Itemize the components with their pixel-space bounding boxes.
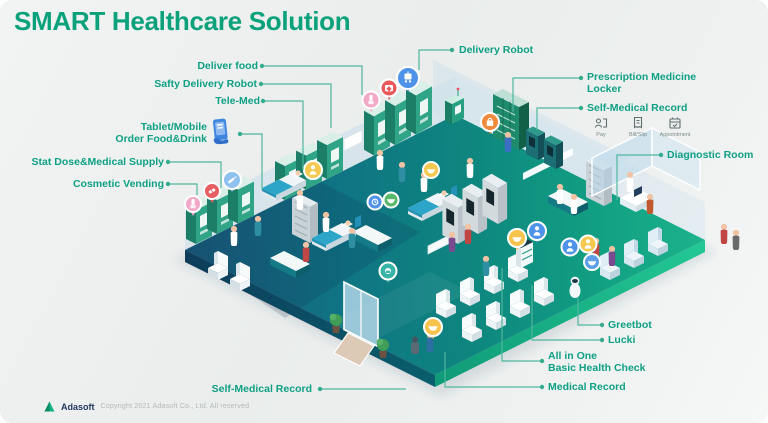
icon-bubbles [184,66,601,339]
page-title: SMART Healthcare Solution [14,6,351,36]
food-bubble-3 [382,191,400,209]
food-bubble-2 [423,317,443,339]
label-diagnostic-room: Diagnostic Room [667,149,754,161]
label-stat-dose: Stat Dose&Medical Supply [31,156,164,168]
appointment-icon [669,117,681,129]
appointment-service: Appointment [660,116,690,138]
food-bubble-1 [507,228,527,250]
delivery-robot-bubble [396,66,420,92]
tablet-phone-icon [212,118,229,145]
label-tablet-mobile: Tablet/Mobile Order Food&Drink [115,121,207,145]
medkit-bubble [379,78,399,100]
entrance-door [329,280,389,367]
label-greetbot: Greetbot [608,319,652,331]
cosmetic-bubble [184,195,202,216]
adasoft-logo-icon [44,401,55,412]
delivery-robot-figure [445,87,464,124]
label-deliver-food: Deliver food [197,60,258,72]
label-self-medical-record-left: Self-Medical Record [211,383,312,395]
pay-icon [594,118,608,128]
medical-records-cabinet [291,193,319,244]
label-tele-med: Tele-Med [215,95,260,107]
pills-bubble [203,182,221,203]
label-medical-record: Medical Record [548,381,626,393]
syringe-bubble [222,170,242,192]
person-bubble-1 [527,221,547,243]
label-prescription-locker: Prescription Medicine Locker [587,71,697,95]
mask-bubble [378,261,398,283]
label-all-in-one: All in One Basic Health Check [548,350,646,374]
label-cosmetic-vending: Cosmetic Vending [72,178,164,190]
watch-bubble [366,193,384,211]
label-self-medical-record-right: Self-Medical Record [587,102,688,114]
pay-service: Pay [587,116,615,138]
small-robot-figure [411,336,419,354]
label-safty-delivery-robot: Safty Delivery Robot [154,78,257,90]
bill-slip-service: Bill/Slip [624,116,652,138]
footer-brand: Adasoft [61,401,95,412]
doctor-bubble-2 [578,234,598,254]
footer-copyright: Copyright 2021 Adasoft Co., Ltd. All res… [100,403,250,410]
cosmetic-bubble-2 [361,90,381,112]
person-bubble-2 [560,237,580,257]
food-bubble-4 [422,161,440,179]
label-delivery-robot: Delivery Robot [459,44,534,56]
food-bubble-blue [583,253,601,271]
bill-slip-icon [633,116,643,129]
label-lucki: Lucki [608,334,636,346]
greetbot-figure [569,276,581,298]
footer: Adasoft Copyright 2021 Adasoft Co., Ltd.… [44,401,249,412]
self-medical-service-icons: Pay Bill/Slip Appointment [587,116,690,138]
telemed-doctor-bubble [303,160,323,180]
bag-bubble [480,112,500,134]
leader-lines [165,47,664,392]
